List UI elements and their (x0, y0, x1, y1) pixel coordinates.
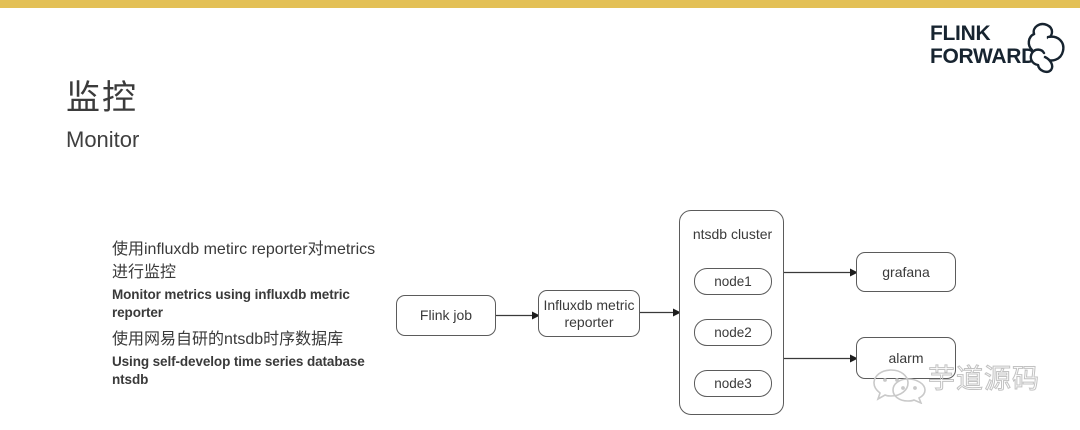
bullet-paragraph-1: 使用influxdb metirc reporter对metrics进行监控 M… (112, 238, 380, 322)
flink-forward-logo: FLINK FORWARD (930, 18, 1070, 76)
watermark-text: 芋道源码 (928, 364, 1040, 396)
arrow-cluster-to-alarm (784, 354, 858, 363)
cluster-node-2: node2 (694, 319, 772, 346)
paragraph-2-cn: 使用网易自研的ntsdb时序数据库 (112, 331, 344, 348)
arrow-reporter-to-cluster (640, 308, 681, 317)
diagram-node-flink-job: Flink job (396, 295, 496, 336)
cluster-label: ntsdb cluster (692, 226, 773, 242)
arrow-cluster-to-grafana (784, 268, 858, 277)
bullet-paragraph-2: 使用网易自研的ntsdb时序数据库 Using self-develop tim… (112, 328, 380, 389)
diagram-container-ntsdb-cluster: ntsdb cluster node1 node2 node3 (679, 210, 784, 415)
wechat-icon (873, 369, 926, 404)
cluster-node-3: node3 (694, 370, 772, 397)
squirrel-icon (1027, 22, 1065, 73)
top-accent-bar (0, 0, 1080, 8)
logo-wordmark: FLINK FORWARD (930, 22, 1036, 68)
page-title-cn: 监控 (66, 79, 138, 117)
cluster-node-1: node1 (694, 268, 772, 295)
paragraph-2-en: Using self-develop time series database … (112, 354, 365, 387)
diagram-node-grafana: grafana (856, 252, 956, 292)
diagram-node-influxdb-reporter: Influxdb metric reporter (538, 290, 640, 337)
page-title-en: Monitor (66, 127, 140, 152)
logo-line-forward: FORWARD (930, 45, 1037, 68)
diagram-node-alarm: alarm (856, 337, 956, 379)
paragraph-1-en: Monitor metrics using influxdb metric re… (112, 287, 350, 320)
logo-line-flink: FLINK (930, 22, 991, 45)
watermark: 芋道源码 (872, 362, 1072, 408)
arrow-flinkjob-to-reporter (496, 311, 540, 320)
paragraph-1-cn: 使用influxdb metirc reporter对metrics进行监控 (112, 241, 376, 281)
